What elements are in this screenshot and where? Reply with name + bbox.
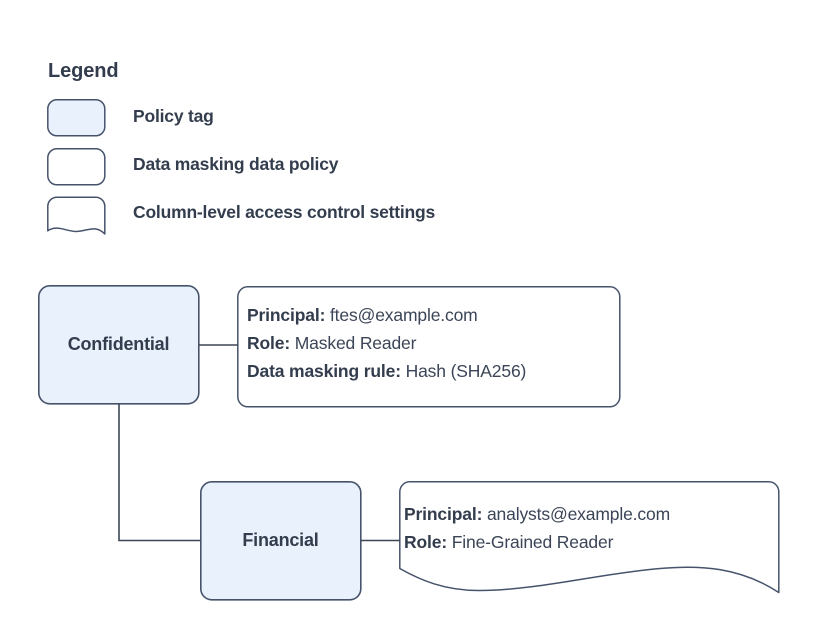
connector-confidential-to-financial	[118, 403, 201, 542]
detail-key-role: Role:	[247, 333, 291, 353]
detail-value-role: Masked Reader	[294, 333, 417, 353]
detail-value-principal-2: analysts@example.com	[486, 504, 671, 524]
node-confidential[interactable]: Confidential	[38, 285, 199, 404]
legend-swatch-column-level-settings	[47, 196, 106, 235]
detail-box-confidential-policy[interactable]	[237, 286, 621, 408]
detail-value-masking-rule: Hash (SHA256)	[405, 361, 527, 381]
detail-value-role-2: Fine-Grained Reader	[451, 532, 614, 552]
legend-label-column-level-settings: Column-level access control settings	[133, 202, 436, 222]
node-financial[interactable]: Financial	[200, 481, 361, 600]
detail-line-role-2: Role: Fine-Grained Reader	[404, 528, 670, 556]
legend-swatch-data-masking-policy	[47, 148, 106, 186]
legend-label-policy-tag: Policy tag	[133, 106, 214, 126]
legend-label-data-masking-policy: Data masking data policy	[133, 154, 339, 174]
detail-line-masking-rule: Data masking rule: Hash (SHA256)	[247, 357, 526, 385]
detail-key-role-2: Role:	[404, 532, 448, 552]
detail-value-principal: ftes@example.com	[329, 305, 478, 325]
detail-key-principal-2: Principal:	[404, 504, 483, 524]
detail-financial-policy-text: Principal: analysts@example.com Role: Fi…	[404, 500, 670, 556]
node-confidential-label: Confidential	[67, 334, 170, 354]
legend-swatch-policy-tag	[47, 99, 106, 137]
detail-confidential-policy-text: Principal: ftes@example.com Role: Masked…	[247, 301, 526, 385]
node-financial-label: Financial	[242, 530, 319, 550]
detail-key-masking-rule: Data masking rule:	[247, 361, 401, 381]
detail-key-principal: Principal:	[247, 305, 326, 325]
legend-title: Legend	[48, 60, 119, 82]
detail-line-role: Role: Masked Reader	[247, 329, 526, 357]
detail-line-principal-2: Principal: analysts@example.com	[404, 500, 670, 528]
detail-box-financial-policy[interactable]	[399, 481, 780, 594]
detail-line-principal: Principal: ftes@example.com	[247, 301, 526, 329]
